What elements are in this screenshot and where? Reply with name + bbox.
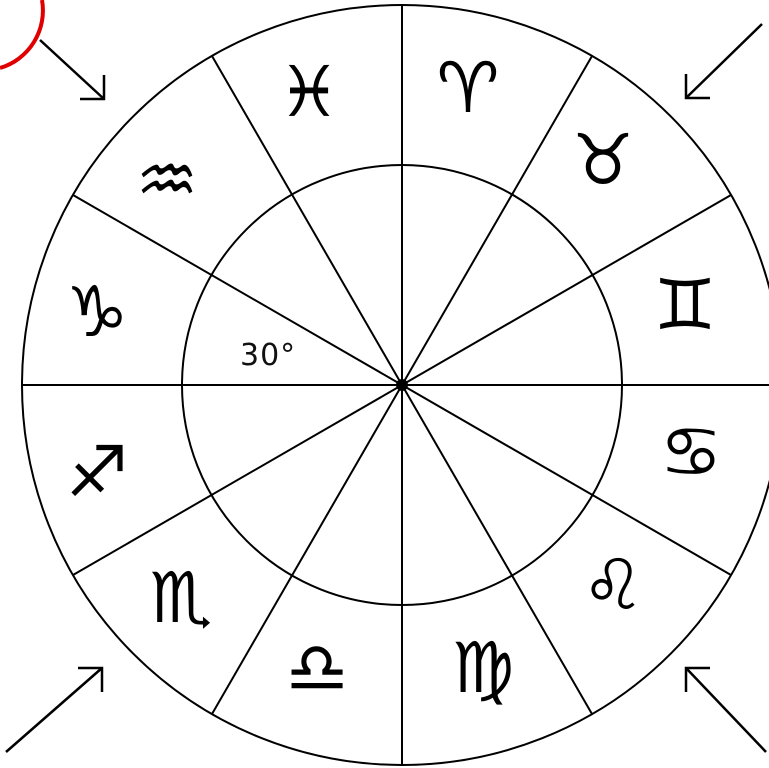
goat-icon: ♑ [42, 272, 152, 352]
arrow-top-left-icon [40, 40, 104, 99]
ram-icon: ♈ [413, 48, 523, 128]
scales-icon: ♎ [262, 628, 372, 708]
angle-label: 30° [240, 338, 296, 373]
fish-icon: ♓ [254, 52, 364, 132]
division-spokes [22, 5, 769, 765]
water-bearer-icon: ♒ [112, 140, 222, 220]
lion-icon: ♌ [558, 545, 668, 625]
arrow-bottom-left-icon [6, 668, 102, 752]
twins-icon: ♊ [630, 265, 740, 345]
scorpion-icon: ♏ [126, 558, 236, 638]
crab-icon: ♋ [636, 412, 746, 492]
highlight-circle-arc [0, 0, 43, 68]
maiden-icon: ♍ [428, 628, 538, 708]
bull-icon: ♉ [548, 120, 658, 200]
arrow-top-right-icon [686, 24, 762, 98]
arrow-bottom-right-icon [686, 668, 766, 752]
center-dot [396, 379, 408, 391]
archer-icon: ♐ [42, 432, 152, 512]
